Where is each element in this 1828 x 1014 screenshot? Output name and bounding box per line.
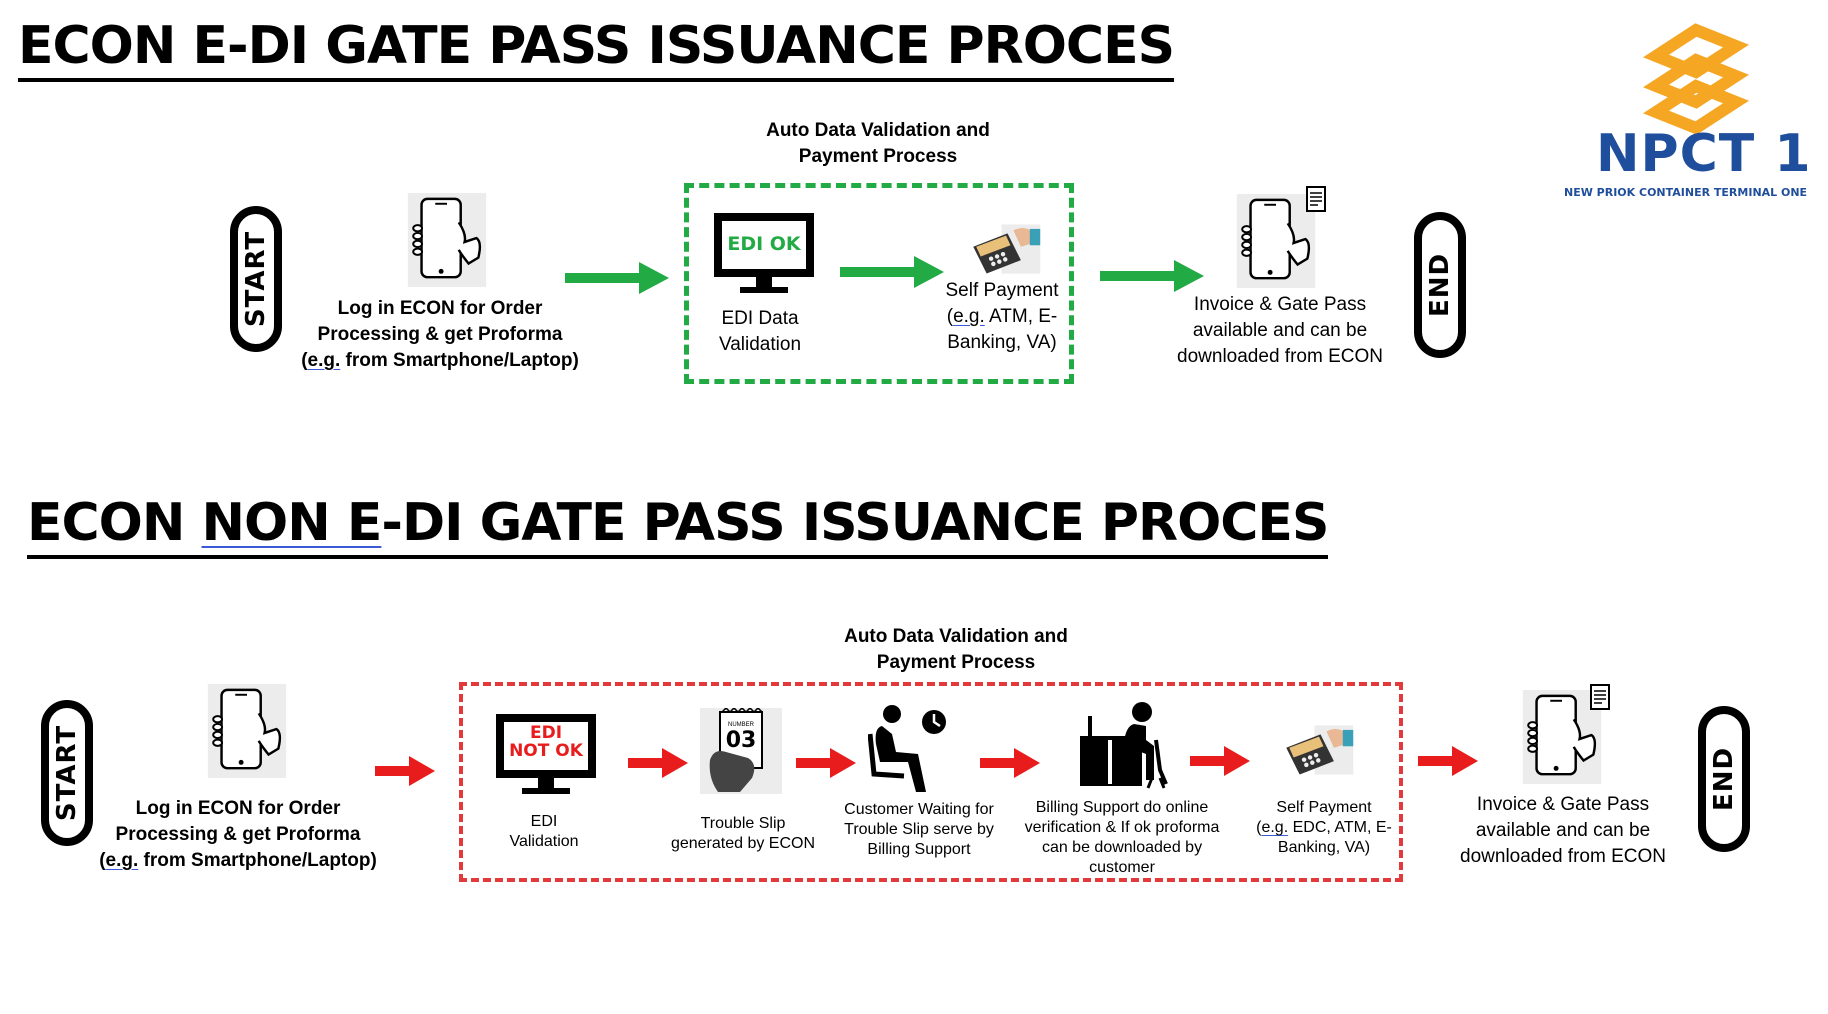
npct1-logo-mark-icon bbox=[1643, 23, 1749, 135]
logo-tagline: NEW PRIOK CONTAINER TERMINAL ONE bbox=[1564, 186, 1808, 199]
self-payment-caption: Self Payment (e.g. EDC, ATM, E- Banking,… bbox=[1256, 799, 1392, 856]
ticket-icon: NUMBER 03 bbox=[700, 708, 782, 794]
payment-terminal-icon bbox=[1276, 718, 1362, 782]
box-header: Auto Data Validation and Payment Process bbox=[766, 120, 990, 167]
monitor-icon: EDI NOT OK bbox=[494, 712, 598, 796]
billing-support-caption: Billing Support do online verification &… bbox=[1024, 799, 1220, 876]
edi-validation-caption: EDI Validation bbox=[509, 813, 579, 850]
process1-title: ECON E-DI GATE PASS ISSUANCE PROCES bbox=[18, 16, 1175, 82]
npct1-logo: NPCT 1 NEW PRIOK CONTAINER TERMINAL ONE bbox=[1556, 16, 1826, 202]
flow-arrow-green-1 bbox=[565, 262, 669, 294]
invoice-caption: Invoice & Gate Pass available and can be… bbox=[1460, 794, 1666, 867]
flow-arrow-red-1 bbox=[375, 756, 435, 786]
flow-arrow-red-2 bbox=[628, 748, 688, 778]
auto-validation-box bbox=[684, 183, 1074, 384]
end-terminator: END bbox=[1414, 212, 1466, 358]
auto-validation-box bbox=[459, 682, 1403, 882]
edi-not-ok-text: EDI NOT OK bbox=[509, 723, 583, 761]
edi-validation-caption: EDI Data Validation bbox=[718, 308, 802, 355]
login-caption: Log in ECON for Order Processing & get P… bbox=[99, 798, 377, 871]
payment-terminal-icon bbox=[962, 217, 1050, 281]
ticket-number: 03 bbox=[725, 728, 757, 753]
smartphone-icon bbox=[405, 193, 489, 287]
trouble-slip-caption: Trouble Slip generated by ECON bbox=[670, 815, 816, 852]
edi-ok-text: EDI OK bbox=[727, 233, 801, 255]
document-icon bbox=[1590, 684, 1610, 710]
process2-title: ECON NON E-DI GATE PASS ISSUANCE PROCES bbox=[27, 493, 1329, 559]
end-terminator: END bbox=[1698, 706, 1750, 852]
flow-arrow-green-2 bbox=[840, 256, 944, 288]
flow-arrow-red-3 bbox=[796, 748, 856, 778]
monitor-icon: EDI OK bbox=[712, 211, 816, 295]
self-payment-caption: Self Payment (e.g. ATM, E- Banking, VA) bbox=[945, 280, 1059, 353]
start-terminator: START bbox=[41, 700, 93, 846]
billing-support-desk-icon bbox=[1080, 702, 1168, 789]
start-terminator: START bbox=[230, 206, 282, 352]
customer-waiting-caption: Customer Waiting for Trouble Slip serve … bbox=[844, 801, 994, 858]
ticket-caption-text: NUMBER bbox=[727, 722, 754, 728]
logo-name: NPCT 1 bbox=[1596, 124, 1812, 184]
end-label: END bbox=[1425, 252, 1456, 318]
end-label: END bbox=[1709, 746, 1740, 812]
login-caption: Log in ECON for Order Processing & get P… bbox=[301, 298, 579, 371]
document-icon bbox=[1306, 186, 1326, 212]
invoice-caption: Invoice & Gate Pass available and can be… bbox=[1177, 294, 1383, 367]
flow-arrow-red-4 bbox=[980, 748, 1040, 778]
flow-arrow-red-6 bbox=[1418, 746, 1478, 776]
start-label: START bbox=[52, 724, 82, 822]
smartphone-icon bbox=[205, 684, 289, 778]
box-header: Auto Data Validation and Payment Process bbox=[844, 626, 1068, 673]
flow-arrow-red-5 bbox=[1190, 746, 1250, 776]
start-label: START bbox=[241, 230, 271, 328]
flow-arrow-green-3 bbox=[1100, 260, 1204, 292]
waiting-person-icon bbox=[868, 705, 946, 792]
